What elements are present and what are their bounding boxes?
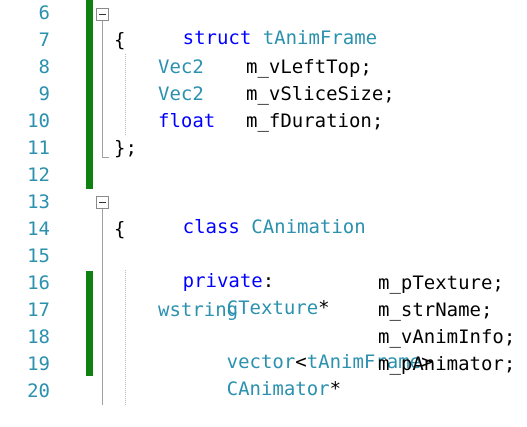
indent-guide-struct [125, 54, 126, 135]
fold-end-struct [102, 157, 109, 158]
line-number: 20 [27, 380, 50, 402]
code-text: CAnimator* [158, 352, 341, 427]
change-bar-members [86, 271, 93, 376]
code-line-12[interactable]: 12 [0, 162, 527, 189]
code-editor[interactable]: 6 struct tAnimFrame 7 { 8 Vec2 m_vLeftTo… [0, 0, 527, 405]
line-number: 10 [27, 110, 50, 132]
member-type: Vec2 [158, 83, 204, 105]
line-number: 14 [27, 218, 50, 240]
open-brace: { [114, 218, 126, 240]
code-line-19[interactable]: 19 CAnimator* m_pAnimator; [0, 351, 527, 400]
code-text: CTexture* [158, 271, 330, 346]
type-name: tAnimFrame [262, 27, 378, 49]
line-number: 16 [27, 272, 50, 294]
indent-guide-class [125, 270, 126, 405]
member-name: m_vSliceSize; [246, 83, 395, 105]
member-name: m_fDuration; [246, 110, 384, 132]
line-number: 12 [27, 164, 50, 186]
code-line-20[interactable]: 20 [0, 378, 527, 405]
code-text: struct tAnimFrame [114, 1, 377, 76]
member-name: m_pTexture; [378, 272, 504, 294]
line-number: 18 [27, 326, 50, 348]
code-line-13[interactable]: 13 class CAnimation [0, 189, 527, 238]
keyword-private: private [182, 270, 263, 292]
line-number: 9 [38, 83, 50, 105]
line-number: 11 [27, 137, 50, 159]
member-type: vector [226, 351, 296, 373]
pointer-symbol: * [318, 297, 330, 319]
template-close: > [421, 351, 433, 373]
fold-guide-struct [102, 21, 103, 157]
code-line-9[interactable]: 9 Vec2 m_vSliceSize; [0, 81, 527, 108]
line-number: 8 [38, 56, 50, 78]
member-type: CAnimator [226, 378, 330, 400]
member-type: Vec2 [158, 56, 204, 78]
code-line-11[interactable]: 11 }; [0, 135, 527, 162]
line-number: 19 [27, 353, 50, 375]
code-text: vector<tAnimFrame> [158, 325, 433, 400]
line-number: 15 [27, 245, 50, 267]
code-text: private: [114, 244, 275, 319]
member-type: float [158, 110, 216, 132]
open-brace: { [114, 29, 126, 51]
member-type: CTexture [226, 297, 319, 319]
line-number: 7 [38, 29, 50, 51]
code-text: class CAnimation [114, 190, 366, 265]
collapse-struct-icon[interactable] [96, 8, 109, 21]
template-open: < [295, 351, 307, 373]
code-line-15[interactable]: 15 private: [0, 243, 527, 292]
code-line-7[interactable]: 7 { [0, 27, 527, 54]
code-line-17[interactable]: 17 wstring m_strName; [0, 297, 527, 324]
keyword-class: class [182, 216, 240, 238]
code-line-8[interactable]: 8 Vec2 m_vLeftTop; [0, 54, 527, 81]
colon: : [262, 270, 275, 292]
member-name: m_vLeftTop; [246, 56, 372, 78]
code-line-10[interactable]: 10 float m_fDuration; [0, 108, 527, 135]
collapse-class-icon[interactable] [96, 196, 109, 209]
line-number: 17 [27, 299, 50, 321]
change-bar-struct [86, 0, 93, 189]
template-arg: tAnimFrame [306, 351, 422, 373]
line-number: 13 [27, 191, 50, 213]
code-line-18[interactable]: 18 vector<tAnimFrame> m_vAnimInfo; [0, 324, 527, 373]
code-line-16[interactable]: 16 CTexture* m_pTexture; [0, 270, 527, 319]
member-name: m_strName; [378, 299, 493, 321]
close-brace: }; [114, 137, 137, 159]
member-name: m_vAnimInfo; [378, 326, 516, 348]
pointer-symbol: * [329, 378, 342, 400]
code-line-14[interactable]: 14 { [0, 216, 527, 243]
member-name: m_pAnimator; [378, 353, 516, 375]
code-line-6[interactable]: 6 struct tAnimFrame [0, 0, 527, 49]
line-number: 6 [38, 2, 50, 24]
type-name: CAnimation [251, 216, 366, 238]
member-type: wstring [158, 299, 239, 321]
fold-guide-class [102, 209, 103, 405]
keyword-struct: struct [182, 27, 252, 49]
